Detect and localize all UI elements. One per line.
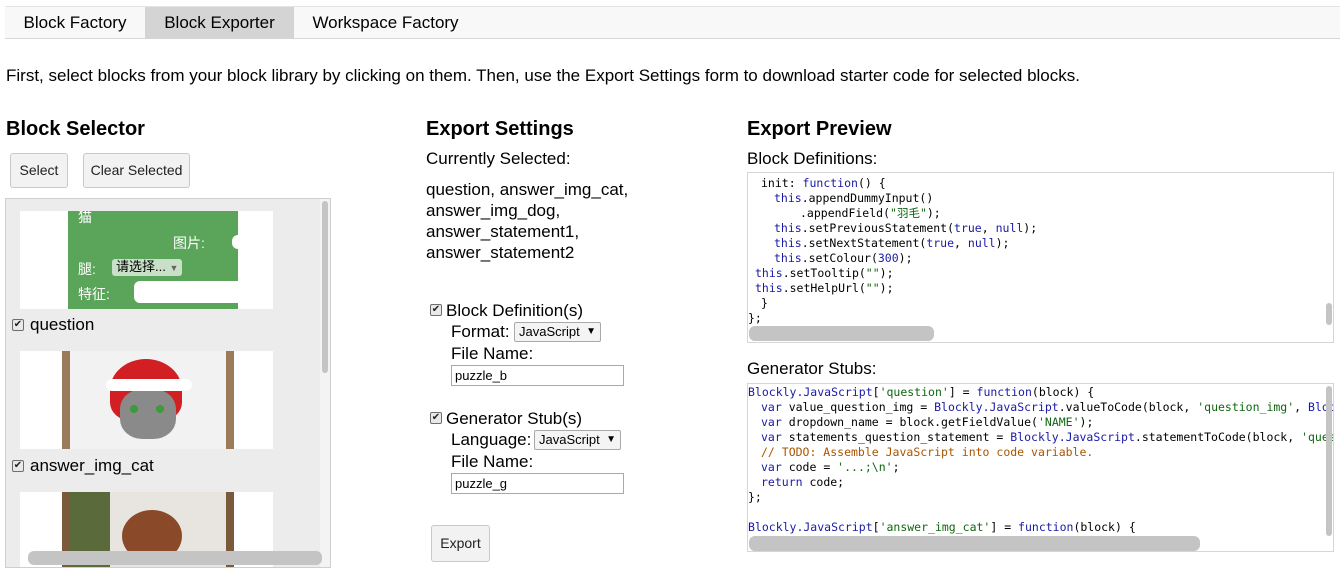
block-definitions-label: Block Definitions: [747,149,878,168]
hat-trim [106,379,192,391]
currently-selected-label: Currently Selected: [426,149,571,168]
block-preview-question[interactable]: 猫 图片: 腿: 请选择... ▼ 特征: [20,211,273,309]
list-item-answer-img-cat[interactable]: ✔ answer_img_cat [6,450,322,482]
blockly-block: 猫 图片: 腿: 请选择... ▼ 特征: [68,211,242,309]
selected-list-line: answer_img_dog, [426,201,561,220]
block-definition-checkbox[interactable]: ✔ [430,304,442,316]
block-selector-title: Block Selector [6,118,145,140]
generator-stubs-label: Generator Stubs: [747,359,877,378]
selected-list-line: answer_statement2 [426,243,575,262]
chevron-down-icon: ▼ [586,326,596,337]
export-settings-title: Export Settings [426,118,574,140]
export-preview-title: Export Preview [747,118,892,140]
block-definition-label: Block Definition(s) [446,301,583,320]
statement-input [134,281,238,303]
file-name-label: File Name: [451,452,534,471]
answer-img-cat-checkbox[interactable]: ✔ [12,460,24,472]
horizontal-scroll-thumb[interactable] [749,326,934,341]
block-definitions-code[interactable]: init: function() { this.appendDummyInput… [747,172,1334,343]
generator-stub-label: Generator Stub(s) [446,409,583,428]
tab-workspace-factory[interactable]: Workspace Factory [312,13,459,32]
file-name-label: File Name: [451,344,534,363]
kitten-eye [130,405,138,413]
vertical-scroll-thumb[interactable] [322,201,328,373]
block-preview-answer-img-cat[interactable] [20,351,273,449]
tab-block-factory[interactable]: Block Factory [23,13,127,32]
kitten-eye [156,405,164,413]
block-image-field: 图片: [173,235,205,251]
block-feature-field: 特征: [78,286,110,302]
horizontal-scroll-thumb[interactable] [749,536,1200,551]
block-leg-field: 腿: [78,261,96,277]
selected-list-line: answer_statement1, [426,222,580,241]
format-select[interactable]: JavaScript▼ [514,322,601,342]
tab-block-exporter[interactable]: Block Exporter [145,7,294,39]
list-item-label: question [30,315,95,334]
vertical-scroll-thumb[interactable] [1326,303,1332,325]
language-label: Language: [451,430,532,449]
block-selector-list[interactable]: 猫 图片: 腿: 请选择... ▼ 特征: ✔ question ✔ answe… [5,198,331,568]
generator-stub-checkbox[interactable]: ✔ [430,412,442,424]
value-input [232,235,242,249]
tab-bar: Block Factory Block Exporter Workspace F… [5,6,1340,39]
export-button[interactable]: Export [431,525,490,562]
clear-selected-button[interactable]: Clear Selected [83,153,190,188]
vertical-scroll-thumb[interactable] [1326,386,1332,536]
leg-dropdown: 请选择... ▼ [112,259,183,276]
kitten-face [120,389,176,439]
chevron-down-icon: ▼ [606,434,616,445]
question-checkbox[interactable]: ✔ [12,319,24,331]
format-label: Format: [451,322,510,341]
generator-file-name-input[interactable]: puzzle_g [451,473,624,494]
list-item-question[interactable]: ✔ question [6,309,322,341]
intro-text: First, select blocks from your block lib… [6,66,1080,85]
list-item-label: answer_img_cat [30,456,154,475]
vertical-scrollbar[interactable] [320,199,330,567]
photo-frame [62,351,234,449]
block-def-file-name-input[interactable]: puzzle_b [451,365,624,386]
horizontal-scroll-thumb[interactable] [28,551,322,565]
generator-stubs-code[interactable]: Blockly.JavaScript['question'] = functio… [747,383,1334,552]
selected-list-line: question, answer_img_cat, [426,180,629,199]
block-title: 猫 [78,211,92,225]
language-select[interactable]: JavaScript▼ [534,430,621,450]
select-button[interactable]: Select [10,153,68,188]
